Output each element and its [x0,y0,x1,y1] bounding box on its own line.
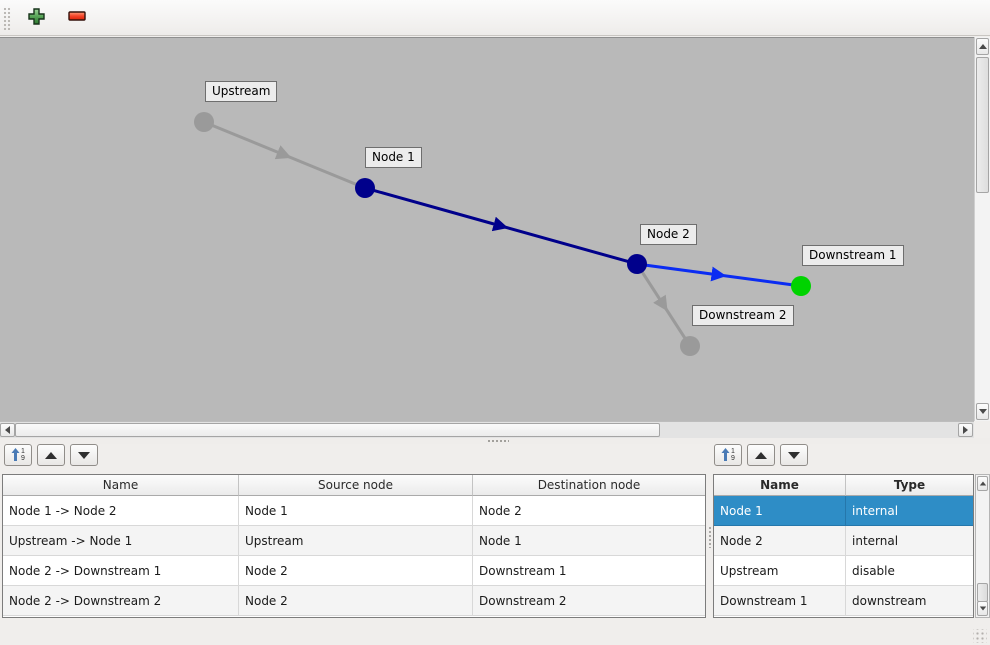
scroll-up-button[interactable] [976,38,989,55]
table-cell: Node 1 -> Node 2 [3,496,239,526]
graph-node-label-node-1: Node 1 [365,147,422,168]
window-resize-grip[interactable] [973,629,987,643]
scroll-down-button[interactable] [976,403,989,420]
table-cell: downstream [846,586,973,616]
graph-edge-upstream-to-node-1[interactable] [203,120,366,190]
scroll-left-button[interactable] [0,423,15,437]
arrow-left-icon [5,426,10,434]
table-cell: Upstream -> Node 1 [3,526,239,556]
table-cell: Node 2 [239,556,473,586]
table-cell: Downstream 2 [473,586,705,616]
graph-node-label-downstream-2: Downstream 2 [692,305,794,326]
table-cell: Node 2 [714,526,846,556]
column-header-source-node[interactable]: Source node [239,475,473,496]
table-cell: Upstream [239,526,473,556]
graph-node-label-node-2: Node 2 [640,224,697,245]
column-header-destination-node[interactable]: Destination node [473,475,705,496]
arrow-up-icon [978,44,987,49]
move-down-button[interactable] [780,444,808,466]
table-cell: internal [846,526,973,556]
graph-edge-node-2-to-downstream-2[interactable] [635,263,692,347]
table-cell: disable [846,556,973,586]
table-cell: Node 1 [473,526,705,556]
scroll-right-button[interactable] [958,423,973,437]
vertical-splitter[interactable] [706,474,713,618]
splitter-grip-icon [708,526,712,548]
splitter-grip-icon [487,439,509,443]
graph-node-downstream-1[interactable] [791,276,811,296]
vertical-scroll-thumb[interactable] [977,583,988,602]
arrow-right-icon [963,426,968,434]
toolbar-grip[interactable] [2,5,11,30]
canvas-horizontal-scrollbar[interactable] [0,421,974,438]
table-cell: Upstream [714,556,846,586]
graph-edge-node-2-to-downstream-1[interactable] [636,262,802,288]
canvas-vertical-scrollbar[interactable] [974,37,990,421]
remove-icon [68,10,86,25]
main-toolbar [0,0,990,36]
nodes-table-scrollbar[interactable] [975,474,990,618]
move-down-icon [78,451,90,459]
scroll-up-button[interactable] [977,476,988,491]
graph-node-upstream[interactable] [194,112,214,132]
scrollbar-corner [974,421,990,438]
add-node-button[interactable] [21,4,52,32]
column-header-type[interactable]: Type [846,475,973,496]
table-cell: Node 2 -> Downstream 1 [3,556,239,586]
move-up-icon [755,451,767,459]
horizontal-scroll-thumb[interactable] [15,423,660,437]
move-up-button[interactable] [747,444,775,466]
arrow-up-icon [979,481,986,486]
graph-node-label-upstream: Upstream [205,81,278,102]
graph-node-node-1[interactable] [355,178,375,198]
arrow-down-icon [979,606,986,611]
graph-edge-node-1-to-node-2[interactable] [364,186,638,266]
graph-node-downstream-2[interactable] [680,336,700,356]
remove-node-button[interactable] [62,7,92,28]
table-cell: Node 2 [239,586,473,616]
vertical-scroll-thumb[interactable] [976,57,989,193]
move-down-button[interactable] [70,444,98,466]
graph-node-label-downstream-1: Downstream 1 [802,245,904,266]
arrow-down-icon [978,409,987,414]
horizontal-splitter[interactable] [0,438,990,444]
move-up-icon [45,451,57,459]
column-header-name[interactable]: Name [714,475,846,496]
graph-node-node-2[interactable] [627,254,647,274]
column-header-name[interactable]: Name [3,475,239,496]
scroll-down-button[interactable] [977,601,988,616]
table-cell: Downstream 1 [473,556,705,586]
add-icon [27,7,46,29]
table-cell: Node 1 [239,496,473,526]
move-up-button[interactable] [37,444,65,466]
move-down-icon [788,451,800,459]
table-cell: Node 2 [473,496,705,526]
table-cell: internal [846,496,973,526]
table-cell: Node 1 [714,496,846,526]
table-cell: Node 2 -> Downstream 2 [3,586,239,616]
graph-edges-layer [203,120,802,347]
table-cell: Downstream 1 [714,586,846,616]
